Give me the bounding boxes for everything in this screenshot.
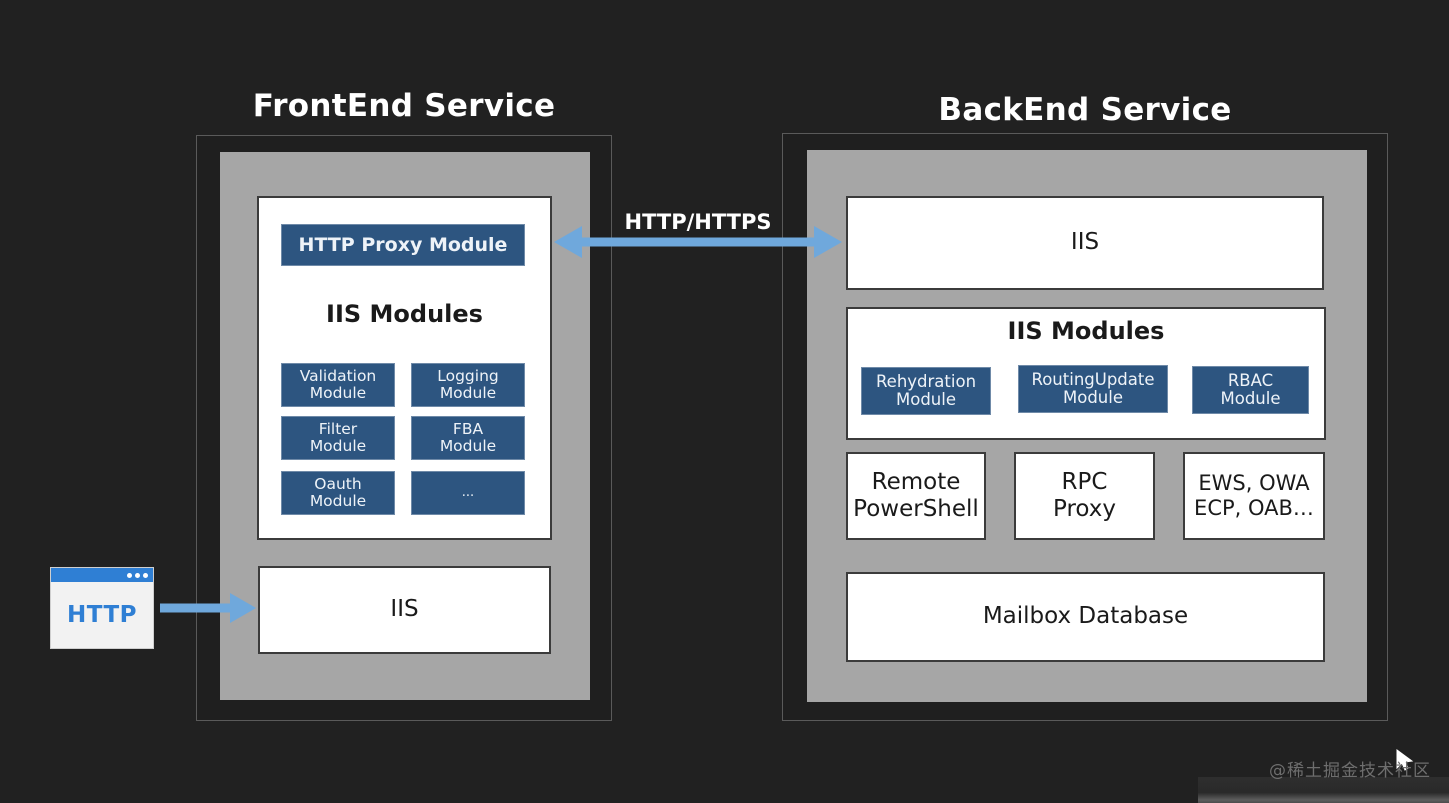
frontend-module-more[interactable]: ... [411, 471, 525, 515]
frontend-iis-modules-heading: IIS Modules [326, 300, 483, 328]
client-browser-icon: HTTP [50, 567, 154, 649]
watermark-text: @稀土掘金技术社区 [1269, 761, 1431, 781]
backend-iis-label: IIS [1070, 229, 1100, 256]
backend-service-title: BackEnd Service [938, 92, 1232, 128]
frontend-iis-box: IIS [258, 566, 551, 654]
client-to-frontend-arrow [160, 593, 256, 623]
frontend-service-title: FrontEnd Service [252, 88, 556, 124]
frontend-iis-label: IIS [390, 596, 419, 623]
browser-title-bar [51, 568, 153, 582]
browser-dot-icon [135, 572, 140, 578]
frontend-backend-bidirectional-arrow [554, 226, 842, 258]
browser-body: HTTP [51, 582, 153, 648]
browser-http-label: HTTP [66, 602, 137, 628]
browser-dot-icon [143, 572, 148, 578]
frontend-http-proxy-module[interactable]: HTTP Proxy Module [281, 224, 525, 266]
mouse-cursor-icon [1396, 749, 1414, 771]
backend-iis-modules-heading: IIS Modules [1007, 317, 1165, 345]
backend-mailbox-database-label: Mailbox Database [982, 603, 1189, 630]
bottom-artifact-bar [1198, 777, 1449, 803]
frontend-backend-protocol-label: HTTP/HTTPS [624, 210, 772, 234]
backend-mailbox-database-box: Mailbox Database [846, 572, 1325, 662]
browser-dot-icon [127, 572, 132, 578]
backend-iis-box: IIS [846, 196, 1324, 290]
